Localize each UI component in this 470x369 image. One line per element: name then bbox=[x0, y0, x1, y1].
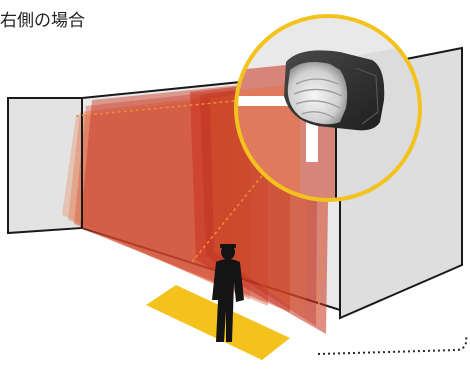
person-silhouette-icon bbox=[212, 244, 244, 342]
zoom-ring bbox=[234, 14, 422, 202]
motion-sensor-icon bbox=[284, 50, 385, 131]
zoom-callout bbox=[234, 14, 422, 202]
caption: 右側の場合 bbox=[0, 11, 85, 31]
target-line bbox=[238, 96, 318, 162]
leader-line bbox=[317, 335, 468, 355]
